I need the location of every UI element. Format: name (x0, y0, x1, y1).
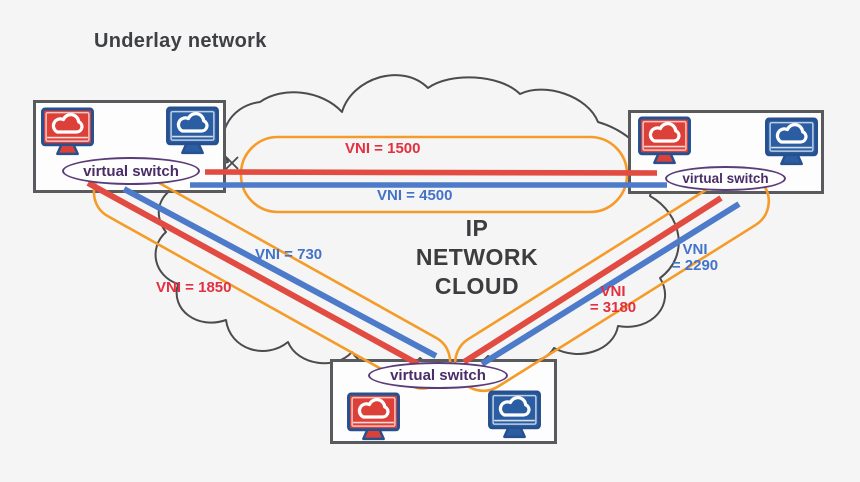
tunnel-vni-1850-line (86, 180, 420, 367)
vni-2290-line1: VNI (682, 241, 708, 258)
virtual-switch-text: virtual switch (682, 171, 769, 186)
tunnel-vni-730-line (122, 186, 438, 359)
virtual-switch-text: virtual switch (83, 162, 179, 180)
vni-4500-label: VNI = 4500 (377, 187, 453, 204)
cloud-monitor-icon-blue (765, 117, 818, 166)
ip-network-cloud-label: IP NETWORK CLOUD (397, 214, 557, 301)
virtual-switch-label-top-right: virtual switch (665, 166, 786, 191)
cloud-monitor-icon-blue (166, 106, 219, 155)
cloud-x-mark (225, 156, 239, 170)
vni-1850-label: VNI = 1850 (156, 279, 232, 296)
cloud-monitor-icon-blue (488, 390, 541, 439)
vni-2290-label: VNI = 2290 (666, 242, 724, 274)
cloud-label-line: CLOUD (434, 273, 520, 299)
cloud-shape (154, 74, 680, 371)
cloud-label-line: IP (465, 215, 489, 241)
vni-1500-label: VNI = 1500 (345, 140, 421, 157)
tunnel-vni-1500-line (204, 169, 658, 176)
virtual-switch-text: virtual switch (390, 367, 486, 384)
diagram-title: Underlay network (94, 30, 267, 52)
tunnel-vni-2290-line (480, 201, 741, 367)
vni-3180-label: VNI = 3180 (586, 284, 640, 316)
virtual-switch-label-top-left: virtual switch (62, 157, 200, 185)
vni-3180-line1: VNI (600, 283, 626, 300)
cloud-monitor-icon-red (41, 107, 94, 156)
vni-3180-line2: = 3180 (589, 299, 637, 316)
cloud-monitor-icon-red (638, 116, 691, 165)
vni-2290-line2: = 2290 (671, 257, 719, 274)
virtual-switch-label-bottom: virtual switch (368, 362, 508, 389)
vni-730-label: VNI = 730 (255, 246, 323, 263)
cloud-label-line: NETWORK (415, 244, 539, 270)
cloud-monitor-icon-red (347, 392, 400, 441)
tunnel-vni-3180-line (462, 195, 723, 365)
